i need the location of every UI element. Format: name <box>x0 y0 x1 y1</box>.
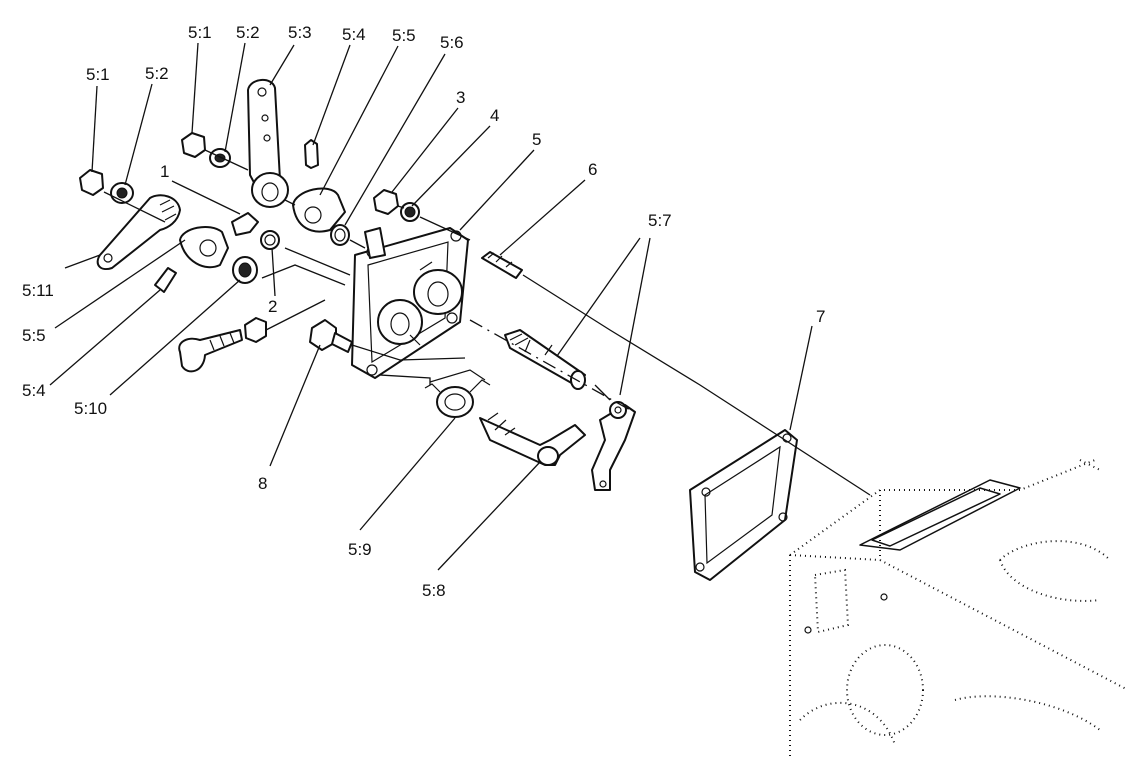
washer-part-4 <box>400 202 420 222</box>
nut-part-3 <box>373 189 399 215</box>
label-5-9: 5:9 <box>348 540 372 559</box>
label-2: 2 <box>268 297 277 316</box>
label-5-3: 5:3 <box>288 23 312 42</box>
label-3: 3 <box>456 88 465 107</box>
center-lines <box>103 149 871 496</box>
label-5-8: 5:8 <box>422 581 446 600</box>
label-5-1-upper: 5:1 <box>188 23 212 42</box>
label-5-2-lower: 5:2 <box>145 64 169 83</box>
leader-lines <box>49 42 813 571</box>
lever-shaft-part-5-8 <box>479 412 586 466</box>
spring-part-5-9 <box>424 369 491 418</box>
screw-part-8 <box>309 319 353 353</box>
label-5-6: 5:6 <box>440 33 464 52</box>
label-8: 8 <box>258 474 267 493</box>
lower-lever-assembly <box>79 169 280 373</box>
shaft-part-5-7 <box>504 329 586 390</box>
label-5-2-upper: 5:2 <box>236 23 260 42</box>
callout-labels: 5:1 5:2 5:1 5:2 5:3 5:4 5:5 5:6 3 4 5 6 … <box>22 23 825 600</box>
label-5-11: 5:11 <box>22 281 54 300</box>
label-5-7: 5:7 <box>648 211 672 230</box>
lever-part-5-7 <box>591 401 636 491</box>
label-5-4-lower: 5:4 <box>22 381 46 400</box>
engine-block <box>789 459 1128 760</box>
label-5: 5 <box>532 130 541 149</box>
stud-part-6 <box>481 251 523 279</box>
label-1: 1 <box>160 162 169 181</box>
gasket-part-7 <box>689 429 798 581</box>
label-5-5-upper: 5:5 <box>392 26 416 45</box>
label-5-10: 5:10 <box>74 399 107 418</box>
label-4: 4 <box>490 106 499 125</box>
label-7: 7 <box>816 307 825 326</box>
label-5-5-lower: 5:5 <box>22 326 46 345</box>
label-6: 6 <box>588 160 597 179</box>
label-5-4-upper: 5:4 <box>342 25 366 44</box>
label-5-1-lower: 5:1 <box>86 65 110 84</box>
upper-lever-assembly <box>181 79 350 246</box>
cover-plate-part-5 <box>351 227 469 379</box>
